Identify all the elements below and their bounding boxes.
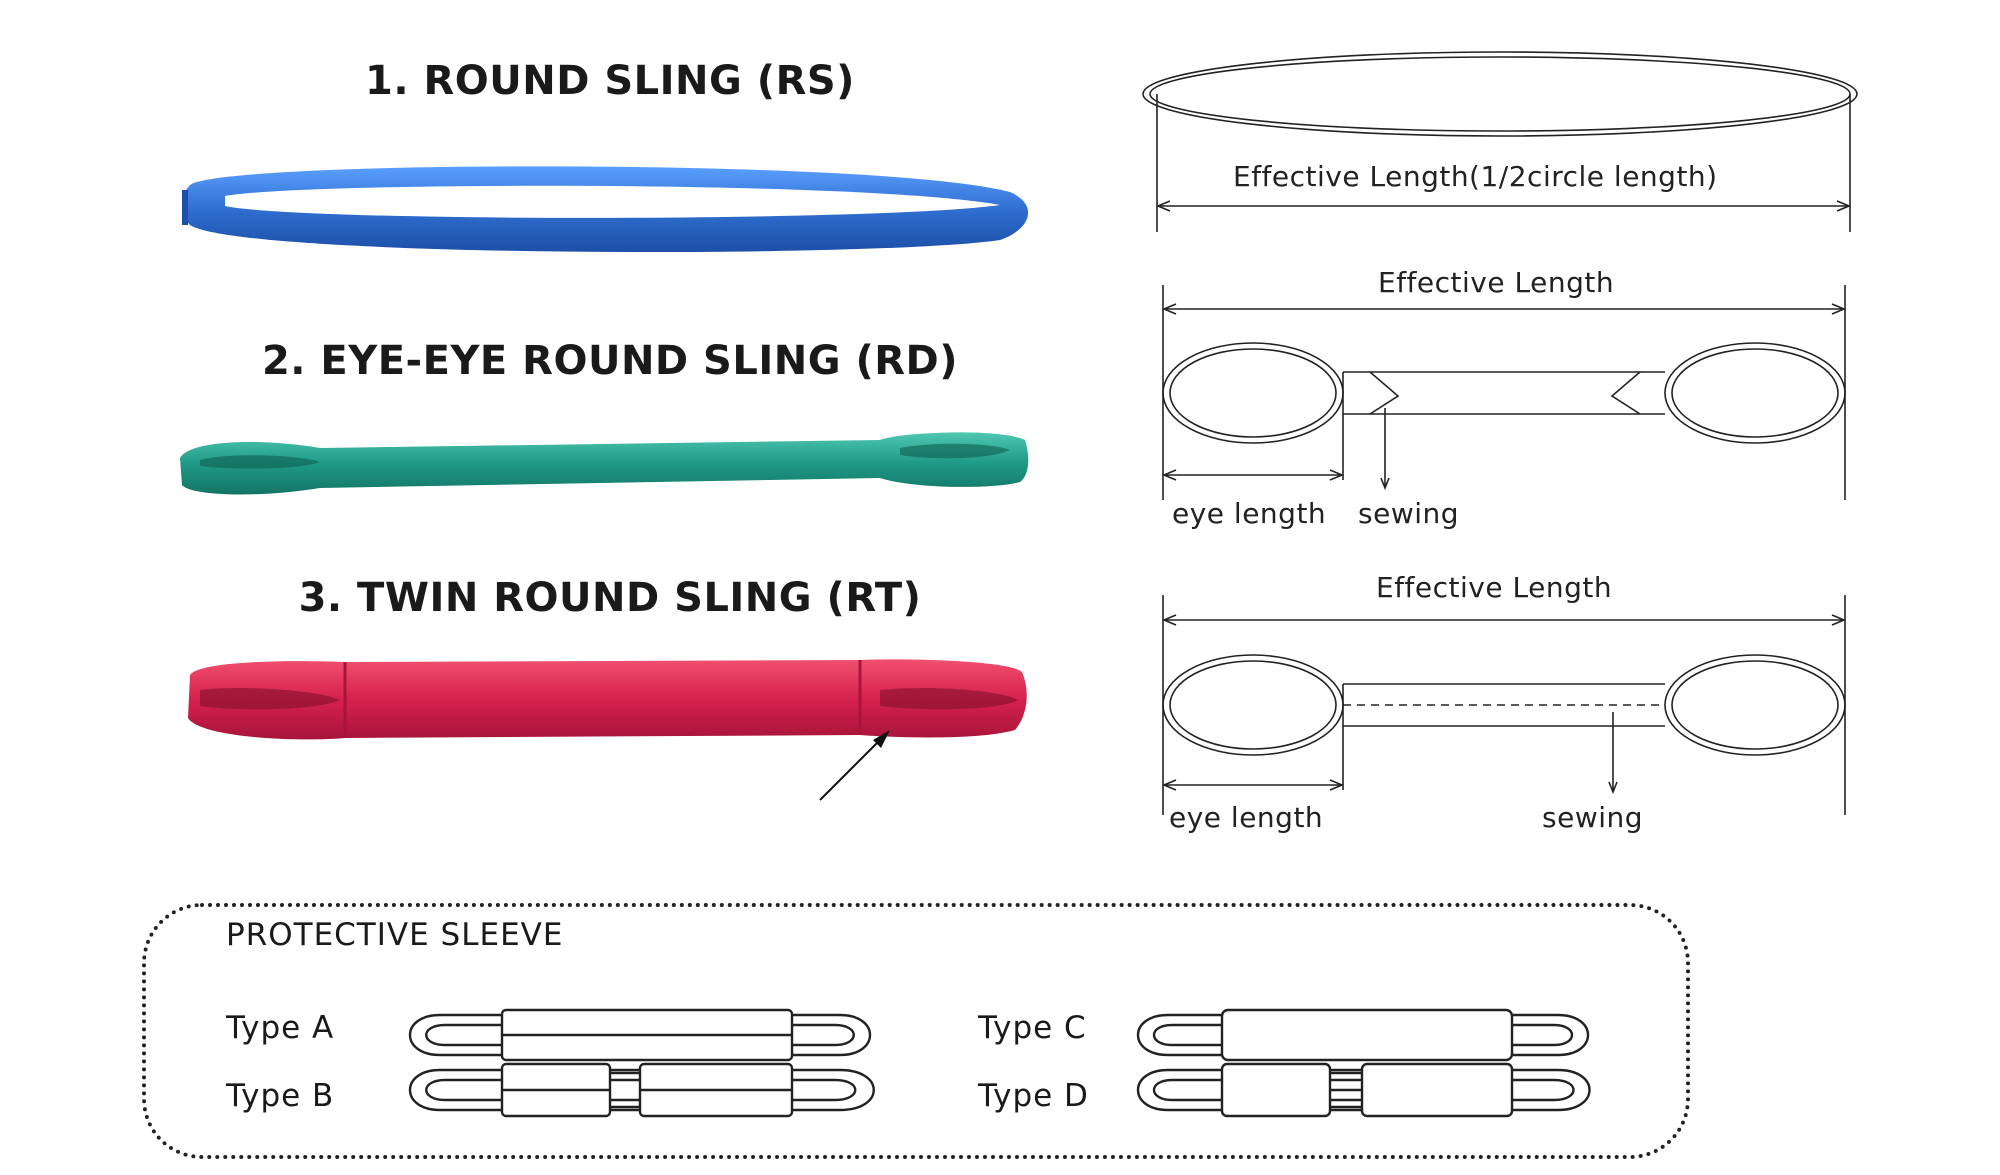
eye-eye-round-sling-title: 2. EYE-EYE ROUND SLING (RD)	[261, 338, 959, 384]
twin-round-sling-title: 3. TWIN ROUND SLING (RT)	[298, 575, 922, 621]
type-a-label: Type A	[226, 1010, 335, 1046]
rs-diagram	[1142, 51, 1858, 232]
type-d-label: Type D	[978, 1078, 1089, 1114]
round-sling-title: 1. ROUND SLING (RS)	[365, 58, 855, 104]
rt-eye-length-label: eye length	[1169, 801, 1324, 834]
rd-eye-length-label: eye length	[1172, 497, 1327, 530]
sleeve-type-d-drawing	[1137, 1062, 1591, 1118]
round-sling-image	[182, 166, 1029, 253]
rt-diagram	[1161, 595, 1847, 815]
type-b-label: Type B	[226, 1078, 335, 1114]
rt-sewing-label: sewing	[1542, 801, 1644, 834]
type-c-label: Type C	[978, 1010, 1087, 1046]
sleeve-type-a-drawing	[409, 1008, 871, 1062]
sleeve-type-b-drawing	[409, 1062, 875, 1118]
rd-effective-length-label: Effective Length	[1378, 266, 1615, 299]
protective-sleeve-box	[142, 903, 1690, 1159]
twin-round-sling-image	[188, 659, 1027, 801]
rt-effective-length-label: Effective Length	[1376, 571, 1613, 604]
arrow-icon	[873, 730, 890, 748]
eye-eye-round-sling-image	[180, 432, 1029, 495]
rd-sewing-label: sewing	[1358, 497, 1460, 530]
rd-diagram	[1161, 285, 1847, 500]
sleeve-type-c-drawing	[1137, 1008, 1589, 1062]
rs-effective-length-label: Effective Length(1/2circle length)	[1233, 160, 1718, 193]
protective-sleeve-title: PROTECTIVE SLEEVE	[226, 917, 564, 953]
